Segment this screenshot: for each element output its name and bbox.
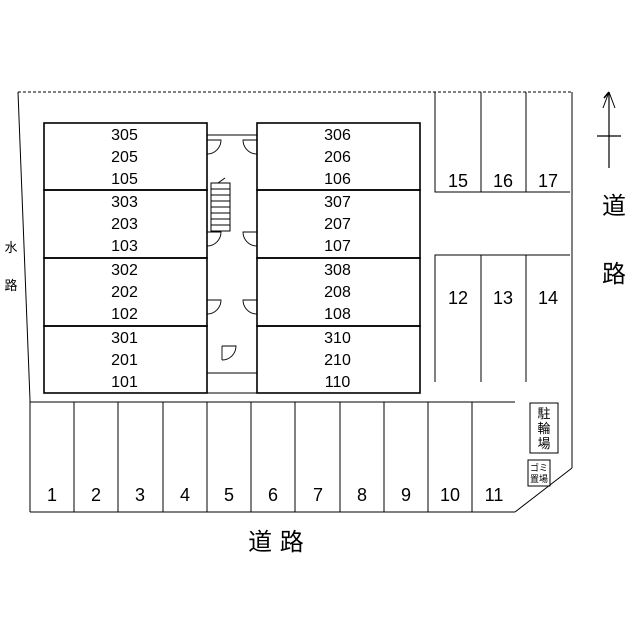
- garbage-label-1: ゴミ: [530, 462, 548, 474]
- unit-number: 305: [111, 127, 138, 144]
- road-label-right-top: 道: [602, 192, 626, 220]
- building-right: 306 206 106 307 207 107 308 208 108 310 210 110: [256, 122, 421, 394]
- unit-number: 306: [324, 127, 351, 144]
- unit-number: 103: [111, 238, 138, 255]
- north-arrow-icon: [597, 91, 621, 168]
- door-swings: [206, 139, 258, 361]
- bicycle-parking-label-1: 駐: [537, 407, 550, 422]
- parking-stall-label: 5: [224, 485, 234, 505]
- stair-core: [206, 134, 258, 394]
- parking-stall-label: 16: [493, 171, 513, 191]
- parking-stall-label: 12: [448, 288, 468, 308]
- waterway-label-top: 水: [4, 241, 17, 256]
- unit-number: 210: [324, 352, 351, 369]
- parking-stall-label: 17: [538, 171, 558, 191]
- parking-stall-label: 6: [268, 485, 278, 505]
- parking-stall-label: 10: [440, 485, 460, 505]
- unit-block-left-3: [43, 325, 208, 394]
- parking-stall-label: 15: [448, 171, 468, 191]
- parking-stall-label: 14: [538, 288, 558, 308]
- unit-number: 106: [324, 171, 351, 188]
- unit-number: 310: [324, 330, 351, 347]
- parking-stall-label: 2: [91, 485, 101, 505]
- unit-number: 205: [111, 149, 138, 166]
- unit-number: 301: [111, 330, 138, 347]
- parking-bottom-row: [30, 401, 515, 512]
- parking-right-upper: [434, 92, 570, 193]
- unit-number: 107: [324, 238, 351, 255]
- unit-number: 308: [324, 262, 351, 279]
- parking-stall-label: 8: [357, 485, 367, 505]
- unit-number: 303: [111, 194, 138, 211]
- unit-number: 101: [111, 374, 138, 391]
- parking-stall-label: 3: [135, 485, 145, 505]
- garbage-area: ゴミ 置場: [527, 459, 551, 487]
- unit-number: 206: [324, 149, 351, 166]
- road-label-bottom: 道 路: [248, 528, 304, 556]
- unit-number: 202: [111, 284, 138, 301]
- unit-number: 108: [324, 306, 351, 323]
- waterway-label-bottom: 路: [4, 278, 17, 294]
- unit-number: 207: [324, 216, 351, 233]
- unit-number: 302: [111, 262, 138, 279]
- unit-number: 307: [324, 194, 351, 211]
- parking-stall-label: 11: [485, 485, 504, 505]
- unit-number: 110: [325, 374, 351, 391]
- bicycle-parking: 駐 輪 場: [529, 402, 559, 454]
- staircase: [210, 177, 231, 232]
- unit-number: 102: [111, 306, 138, 323]
- bicycle-parking-label-2: 輪: [537, 421, 550, 437]
- property-boundary: [17, 91, 573, 513]
- garbage-label-2: 置場: [530, 473, 548, 485]
- parking-stall-label: 4: [180, 485, 190, 505]
- parking-right-lower: [434, 254, 570, 382]
- parking-stall-label: 1: [47, 485, 57, 505]
- unit-block-right-3: [256, 325, 421, 394]
- unit-number: 203: [111, 216, 138, 233]
- unit-number: 201: [111, 352, 138, 369]
- unit-number: 105: [111, 171, 138, 188]
- bicycle-parking-label-3: 場: [537, 437, 550, 452]
- unit-number: 208: [324, 284, 351, 301]
- parking-stall-label: 9: [401, 485, 411, 505]
- parking-stall-label: 7: [313, 485, 323, 505]
- road-label-right-bottom: 路: [602, 260, 626, 288]
- parking-stall-label: 13: [493, 288, 513, 308]
- building-left: 305 205 105 303 203 103 302 202 102 301 201 101: [43, 122, 208, 394]
